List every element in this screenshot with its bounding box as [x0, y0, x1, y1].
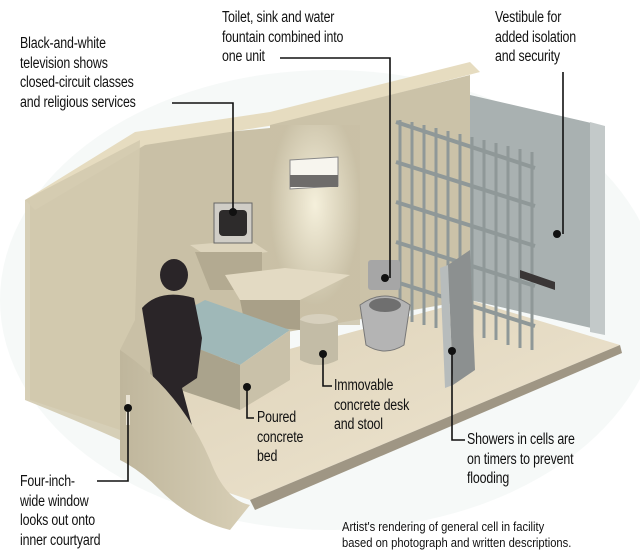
callout-desk: Immovable concrete desk and stool: [334, 376, 409, 435]
vestibule-wall-edge: [590, 122, 605, 335]
person-silhouette: [142, 259, 202, 438]
leader-dots: [124, 208, 561, 412]
callout-line: looks out onto: [20, 512, 95, 529]
callout-line: on timers to prevent: [467, 450, 574, 468]
vestibule-railing: [520, 270, 555, 290]
callout-showers: Showers in cells are on timers to preven…: [467, 430, 575, 489]
callout-television: Black-and-white television shows closed-…: [20, 34, 136, 112]
callout-line: and security: [495, 48, 560, 65]
toilet-bowl: [369, 298, 401, 312]
callout-line: Four-inch-: [20, 473, 75, 490]
callout-line: closed-circuit classes: [20, 74, 134, 91]
caption-line: based on photograph and written descript…: [342, 535, 572, 550]
callout-line: fountain combined into: [222, 28, 344, 46]
callout-bed: Poured concrete bed: [257, 408, 303, 467]
concrete-bed-side: [240, 330, 290, 410]
left-outer-wall: [25, 140, 140, 440]
callout-vestibule: Vestibule for added isolation and securi…: [495, 8, 576, 67]
television-screen: [219, 210, 247, 236]
dot-showers: [448, 347, 456, 355]
callout-line: and stool: [334, 416, 383, 433]
callout-line: concrete: [257, 428, 304, 446]
dot-toilet: [381, 274, 389, 282]
dot-vestibule: [553, 230, 561, 238]
dot-television: [229, 208, 237, 216]
caption: Artist's rendering of general cell in fa…: [342, 519, 571, 551]
callout-line: inner courtyard: [20, 531, 101, 549]
front-wall: [120, 350, 250, 530]
toilet-icon: [359, 295, 411, 352]
callout-line: Showers in cells are: [467, 431, 575, 448]
callout-line: and religious services: [20, 93, 136, 111]
leader-lines: [97, 57, 564, 482]
callout-line: wide window: [20, 492, 89, 510]
callout-line: Toilet, sink and water: [222, 9, 335, 26]
floor: [160, 300, 620, 500]
callout-window: Four-inch- wide window looks out onto in…: [20, 472, 100, 550]
callout-line: flooding: [467, 470, 510, 487]
callout-toilet: Toilet, sink and water fountain combined…: [222, 8, 343, 67]
callout-line: bed: [257, 448, 278, 465]
leader-television: [172, 102, 234, 212]
concrete-stool: [300, 320, 338, 365]
callout-line: Poured: [257, 409, 297, 426]
dot-desk: [319, 350, 327, 358]
leader-desk: [322, 354, 332, 387]
wall-top-ledge: [25, 62, 480, 210]
callout-line: Black-and-white: [20, 35, 106, 52]
callout-line: concrete desk: [334, 396, 410, 414]
dot-bed: [243, 383, 251, 391]
callout-line: television shows: [20, 54, 108, 72]
concrete-desk: [225, 268, 350, 300]
caption-line: Artist's rendering of general cell in fa…: [342, 519, 545, 534]
callout-line: Immovable: [334, 377, 394, 394]
leader-window: [97, 408, 129, 482]
callout-line: added isolation: [495, 28, 577, 46]
leader-bed: [246, 387, 254, 419]
dot-window: [124, 404, 132, 412]
shower-panel-edge: [440, 265, 453, 388]
light-fixture-shade: [290, 175, 338, 187]
callout-line: Vestibule for: [495, 9, 562, 26]
leader-toilet: [280, 57, 391, 278]
floor-front-edge: [250, 345, 622, 510]
callout-line: one unit: [222, 48, 265, 65]
vestibule-wall: [470, 95, 600, 330]
leader-showers: [451, 351, 465, 441]
